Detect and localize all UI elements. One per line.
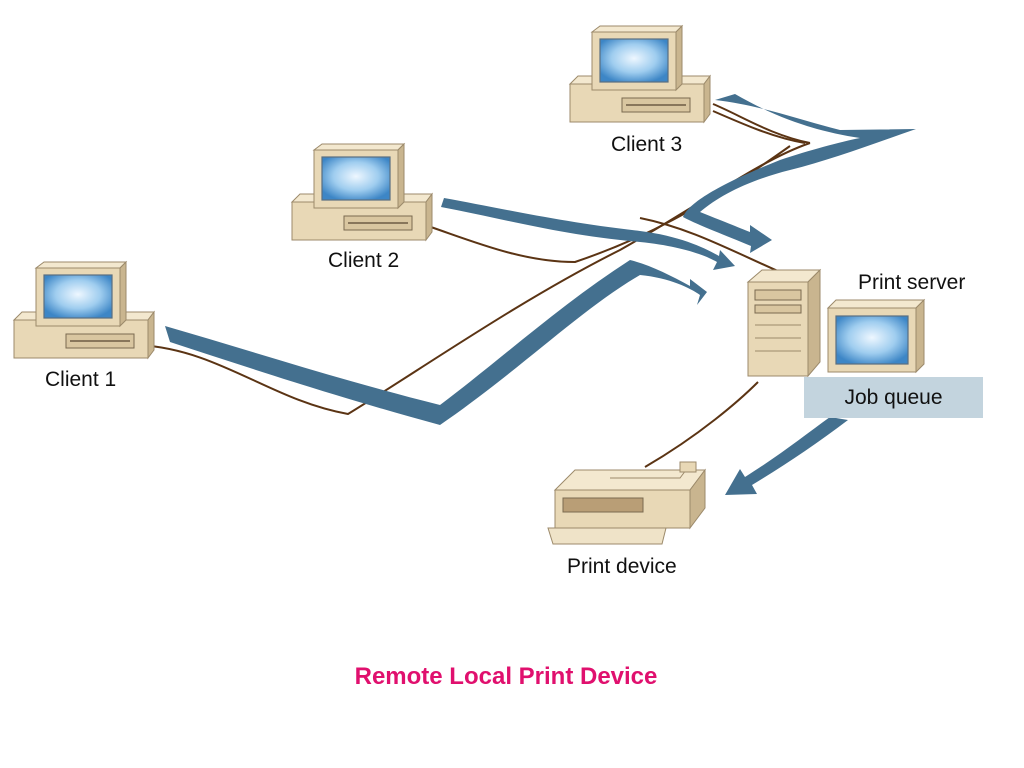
network-cables: [139, 103, 811, 468]
cable-hub-to-server: [639, 217, 781, 273]
flow-arrows: [165, 94, 916, 495]
print-server-monitor-icon: [826, 298, 926, 374]
job-queue-label: Job queue: [844, 385, 943, 409]
flow-arrow-to-printer: [725, 417, 848, 495]
client-3-computer-icon: [569, 25, 711, 123]
cable-client-3: [712, 103, 811, 144]
job-queue-box: Job queue: [804, 377, 983, 418]
cable-client-1: [139, 142, 811, 416]
client-1-computer-icon: [13, 261, 155, 359]
flow-arrow-client-3: [683, 94, 916, 253]
cable-print-server-to-device: [644, 381, 759, 468]
client-1-label: Client 1: [45, 368, 117, 391]
print-server-tower-icon: [746, 268, 822, 378]
cable-client-2: [421, 145, 791, 264]
client-2-label: Client 2: [328, 249, 400, 272]
flow-arrow-client-1: [165, 260, 707, 425]
flow-arrow-client-2: [441, 198, 735, 270]
print-device-printer-icon: [547, 461, 706, 545]
diagram-caption: Remote Local Print Device: [354, 663, 658, 690]
client-3-label: Client 3: [611, 133, 683, 156]
print-server-label: Print server: [858, 271, 966, 294]
print-device-label: Print device: [567, 555, 677, 578]
cable-client-3-lower: [712, 110, 806, 144]
client-2-computer-icon: [291, 143, 433, 241]
